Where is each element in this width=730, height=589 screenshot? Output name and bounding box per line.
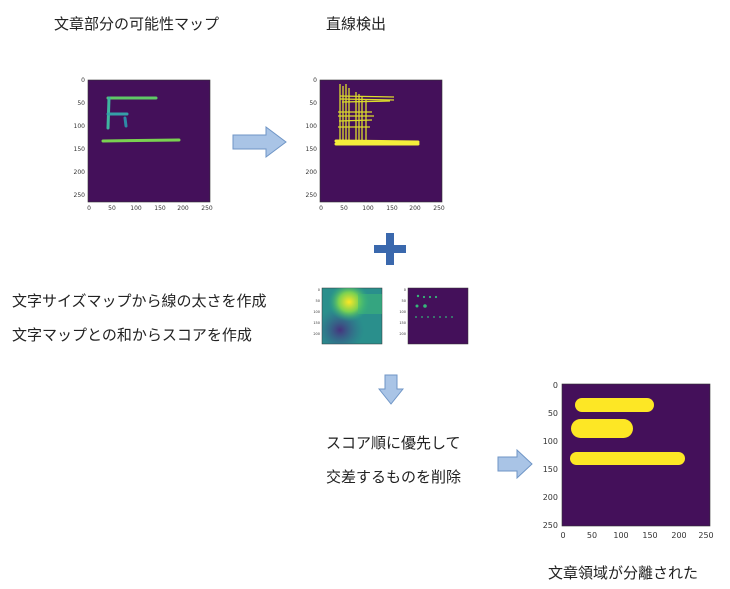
svg-text:150: 150 <box>313 321 320 325</box>
x-tick: 150 <box>154 205 166 212</box>
arrow-right-icon <box>497 449 533 479</box>
y-tick: 250 <box>306 192 318 199</box>
y-tick: 100 <box>306 123 318 130</box>
svg-text:200: 200 <box>399 332 406 336</box>
x-tick: 250 <box>201 205 213 212</box>
x-tick: 250 <box>433 205 445 212</box>
y-tick: 100 <box>74 123 86 130</box>
char-point <box>415 316 417 318</box>
text-region <box>570 452 685 465</box>
separated-regions-plot: 0 50 100 150 200 250 0 50 100 150 200 25… <box>543 381 714 540</box>
char-point <box>421 316 423 318</box>
svg-text:100: 100 <box>399 310 406 314</box>
line-detection-plot: 0 50 100 150 200 250 0 50 100 150 200 25… <box>306 77 445 212</box>
label-text-region-map: 文章部分の可能性マップ <box>54 15 220 33</box>
y-tick: 0 <box>313 77 317 84</box>
label-line-detection: 直線検出 <box>326 15 387 33</box>
x-tick: 100 <box>613 531 628 540</box>
char-point <box>416 294 420 298</box>
detected-line-strong <box>334 139 420 144</box>
char-map-points-plot: 0 50 100 150 200 <box>399 287 469 345</box>
svg-text:100: 100 <box>313 310 320 314</box>
x-tick: 150 <box>642 531 657 540</box>
text-stroke-dot <box>123 116 128 128</box>
svg-text:50: 50 <box>316 299 320 303</box>
x-tick: 0 <box>560 531 565 540</box>
y-tick: 0 <box>553 381 558 390</box>
char-point <box>422 295 426 299</box>
y-tick: 50 <box>77 100 85 107</box>
y-tick: 50 <box>548 409 558 418</box>
label-text-regions-separated: 文章領域が分離された <box>548 564 699 582</box>
char-point <box>434 295 438 299</box>
x-tick: 50 <box>108 205 116 212</box>
char-point <box>423 304 427 308</box>
y-tick: 100 <box>543 437 558 446</box>
char-point <box>439 316 441 318</box>
y-tick: 50 <box>309 100 317 107</box>
x-tick: 200 <box>409 205 421 212</box>
svg-text:50: 50 <box>402 299 406 303</box>
y-tick: 150 <box>74 146 86 153</box>
char-point <box>428 295 432 299</box>
x-tick: 100 <box>130 205 142 212</box>
y-tick: 0 <box>81 77 85 84</box>
x-tick: 200 <box>177 205 189 212</box>
x-tick: 150 <box>386 205 398 212</box>
y-tick: 200 <box>74 169 86 176</box>
arrow-down-icon <box>378 374 404 405</box>
svg-text:200: 200 <box>313 332 320 336</box>
y-tick: 150 <box>543 465 558 474</box>
y-tick: 200 <box>306 169 318 176</box>
x-tick: 50 <box>587 531 597 540</box>
label-remove-intersecting: 交差するものを削除 <box>326 468 462 486</box>
char-point <box>433 316 435 318</box>
x-tick: 0 <box>87 205 91 212</box>
y-tick: 150 <box>306 146 318 153</box>
plot-frame <box>407 287 469 345</box>
y-tick: 250 <box>543 521 558 530</box>
text-region <box>575 398 654 412</box>
y-tick: 200 <box>543 493 558 502</box>
text-stroke-bottom <box>101 138 181 143</box>
x-tick: 250 <box>698 531 713 540</box>
arrow-right-icon <box>232 126 287 158</box>
x-tick: 0 <box>319 205 323 212</box>
label-size-map-line-width: 文字サイズマップから線の太さを作成 <box>12 292 267 310</box>
text-probability-map-plot: 0 50 100 150 200 250 0 50 100 150 200 25… <box>74 77 213 212</box>
char-point <box>445 316 447 318</box>
label-priority-by-score: スコア順に優先して <box>326 434 461 452</box>
label-char-map-sum-score: 文字マップとの和からスコアを作成 <box>12 326 252 344</box>
svg-text:0: 0 <box>318 288 320 292</box>
char-point <box>427 316 429 318</box>
text-region <box>571 419 633 438</box>
x-tick: 200 <box>671 531 686 540</box>
x-tick: 100 <box>362 205 374 212</box>
y-tick: 250 <box>74 192 86 199</box>
plus-icon <box>374 233 406 265</box>
svg-text:0: 0 <box>404 288 406 292</box>
char-point <box>451 316 453 318</box>
char-point <box>415 304 419 308</box>
x-tick: 50 <box>340 205 348 212</box>
svg-text:150: 150 <box>399 321 406 325</box>
char-size-map-plot: 0 50 100 150 200 <box>313 287 383 345</box>
